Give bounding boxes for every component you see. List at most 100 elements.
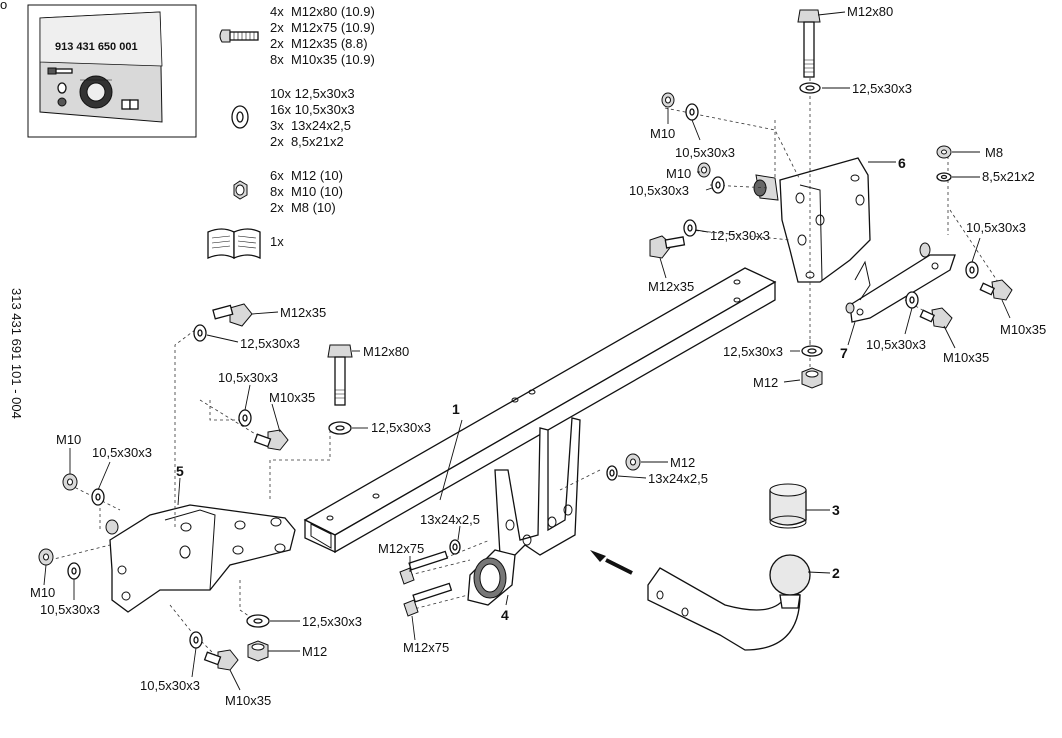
strap-bracket-part-7 <box>845 242 956 323</box>
callout-label: M12x75 <box>403 640 449 655</box>
corner-mark: o <box>0 0 7 12</box>
nut-icon <box>233 180 248 200</box>
callout-label: 10,5x30x3 <box>40 602 100 617</box>
callout-label: M12x75 <box>378 541 424 556</box>
washer-icon <box>231 105 249 129</box>
fastener-nut <box>661 92 675 108</box>
callout-label: M12x80 <box>847 4 893 19</box>
bolt-icon <box>219 29 259 43</box>
fastener-washer <box>905 291 919 309</box>
part-number-7: 7 <box>840 345 848 361</box>
fastener-washer <box>799 82 821 94</box>
package-code: 913 431 650 001 <box>55 41 138 53</box>
callout-label: 12,5x30x3 <box>852 81 912 96</box>
fastener-nut <box>38 548 54 566</box>
callout-label: 10,5x30x3 <box>966 220 1026 235</box>
kit-item: 16x 10,5x30x3 <box>270 102 355 117</box>
part-number-1: 1 <box>452 401 460 417</box>
package-bolt-icon <box>47 67 73 75</box>
fastener-bolt <box>919 307 953 329</box>
fastener-washer <box>238 409 252 427</box>
callout-label: 10,5x30x3 <box>675 145 735 160</box>
callout-label: M8 <box>985 145 1003 160</box>
callout-label: M10x35 <box>225 693 271 708</box>
fastener-washer <box>67 562 81 580</box>
ball-cap-part-3 <box>769 483 807 529</box>
package-nut-icon <box>57 97 67 107</box>
fastener-washer <box>606 465 618 481</box>
callout-label: M10x35 <box>1000 322 1046 337</box>
part-number-3: 3 <box>832 502 840 518</box>
callout-label: M12 <box>670 455 695 470</box>
kit-list-nuts: 6x M12 (10) 8x M10 (10) 2x M8 (10) <box>270 168 343 215</box>
fastener-nut <box>936 145 952 159</box>
kit-list-washers: 10x 12,5x30x3 16x 10,5x30x3 3x 13x24x2,5… <box>270 86 355 149</box>
fastener-washer <box>683 219 697 237</box>
callout-label: M12x35 <box>280 305 326 320</box>
fastener-nut <box>625 453 641 471</box>
callout-label: 10,5x30x3 <box>92 445 152 460</box>
fastener-nut <box>62 473 78 491</box>
part-number-4: 4 <box>501 607 509 623</box>
callout-label: M10 <box>650 126 675 141</box>
right-bracket-part-6 <box>753 157 871 283</box>
fastener-nut <box>247 640 269 662</box>
center-bracket-part-4 <box>467 417 581 606</box>
callout-label: M10 <box>666 166 691 181</box>
kit-item: 3x 13x24x2,5 <box>270 118 351 133</box>
fastener-washer <box>449 539 461 555</box>
fastener-bolt <box>327 344 353 406</box>
fastener-washer <box>801 345 823 357</box>
fastener-washer <box>685 103 699 121</box>
package-washer-icon <box>57 82 67 94</box>
callout-label: M10 <box>56 432 81 447</box>
kit-item: 8x M10x35 (10.9) <box>270 52 375 67</box>
kit-item: 10x 12,5x30x3 <box>270 86 355 101</box>
callout-label: 10,5x30x3 <box>218 370 278 385</box>
fastener-bolt <box>212 303 253 327</box>
callout-label: 10,5x30x3 <box>140 678 200 693</box>
kit-item: 2x 8,5x21x2 <box>270 134 344 149</box>
fastener-bolt <box>203 649 239 671</box>
leader-lines <box>43 11 1011 691</box>
left-bracket-part-5 <box>105 504 296 613</box>
fastener-bolt <box>649 235 686 259</box>
kit-item: 2x M12x75 (10.9) <box>270 20 375 35</box>
callout-label: M12 <box>302 644 327 659</box>
callout-label: M10x35 <box>269 390 315 405</box>
kit-item: 2x M8 (10) <box>270 200 336 215</box>
callout-label: M12 <box>753 375 778 390</box>
callout-label: M12x80 <box>363 344 409 359</box>
part-number-6: 6 <box>898 155 906 171</box>
fastener-washer <box>193 324 207 342</box>
callout-label: M12x35 <box>648 279 694 294</box>
kit-item: 6x M12 (10) <box>270 168 343 183</box>
callout-label: 13x24x2,5 <box>420 512 480 527</box>
kit-item: 8x M10 (10) <box>270 184 343 199</box>
document-code: 313 431 691 101 - 004 <box>9 288 24 419</box>
fastener-washer <box>91 488 105 506</box>
kit-item-manual: 1x <box>270 234 284 249</box>
kit-list-bolts: 4x M12x80 (10.9) 2x M12x75 (10.9) 2x M12… <box>270 4 375 67</box>
callout-label: 12,5x30x3 <box>371 420 431 435</box>
callout-label: 12,5x30x3 <box>240 336 300 351</box>
direction-arrow <box>590 550 633 575</box>
ball-arm-part-2 <box>647 554 811 651</box>
fastener-washer <box>936 172 952 182</box>
fastener-bolt <box>979 279 1013 301</box>
fastener-bolt <box>403 582 453 617</box>
fastener-washer <box>965 261 979 279</box>
fastener-washer <box>189 631 203 649</box>
callout-label: 8,5x21x2 <box>982 169 1035 184</box>
fastener-nut <box>697 162 711 178</box>
crossbar-part-1 <box>303 267 777 554</box>
fastener-nut <box>801 367 823 389</box>
callout-label: 12,5x30x3 <box>302 614 362 629</box>
manual-book-icon <box>207 228 261 260</box>
part-number-5: 5 <box>176 463 184 479</box>
part-number-2: 2 <box>832 565 840 581</box>
package-book-icon <box>121 99 139 110</box>
callout-label: 12,5x30x3 <box>710 228 770 243</box>
callout-label: 10,5x30x3 <box>866 337 926 352</box>
